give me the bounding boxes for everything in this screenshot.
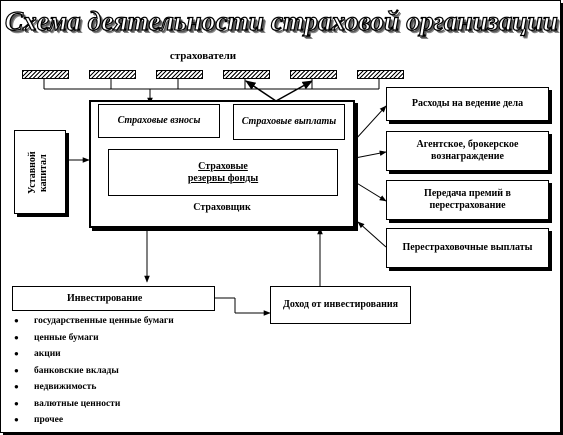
policyholder-box-6 (357, 70, 404, 79)
investment-income-box: Доход от инвестирования (270, 286, 411, 324)
policyholder-box-4 (223, 70, 270, 79)
reserves-label: Страховые резервы фонды (187, 160, 259, 184)
policyholder-box-1 (22, 70, 69, 79)
reinsurance-payouts-box: Перестраховочные выплаты (386, 228, 549, 268)
list-item: недвижимость (14, 379, 174, 396)
insurer-label: Страховщик (193, 202, 251, 213)
list-item: государственные ценные бумаги (14, 313, 174, 330)
reinsurance-premiums-box: Передача премий в перестрахование (386, 180, 549, 220)
premiums-box: Страховые взносы (98, 104, 220, 138)
list-item: ценные бумаги (14, 330, 174, 347)
charter-capital-box: Уставной капитал (14, 130, 66, 214)
agent-broker-fee-box: Агентское, брокерское вознаграждение (386, 131, 549, 171)
business-expenses-box: Расходы на ведение дела (386, 87, 549, 121)
investment-list: государственные ценные бумаги ценные бум… (14, 313, 174, 429)
policyholder-box-2 (89, 70, 136, 79)
policyholders-label: страхователи (169, 50, 237, 62)
payouts-box: Страховые выплаты (233, 104, 345, 140)
investment-box: Инвестирование (12, 286, 215, 311)
charter-capital-label: Уставной капитал (27, 151, 49, 195)
list-item: валютные ценности (14, 396, 174, 413)
list-item: прочее (14, 412, 174, 429)
list-item: акции (14, 346, 174, 363)
policyholder-box-3 (156, 70, 203, 79)
diagram-title: Схема деятельности страховой организации (4, 5, 559, 36)
policyholder-box-5 (290, 70, 337, 79)
reserves-box: Страховые резервы фонды (108, 149, 338, 196)
list-item: банковские вклады (14, 363, 174, 380)
